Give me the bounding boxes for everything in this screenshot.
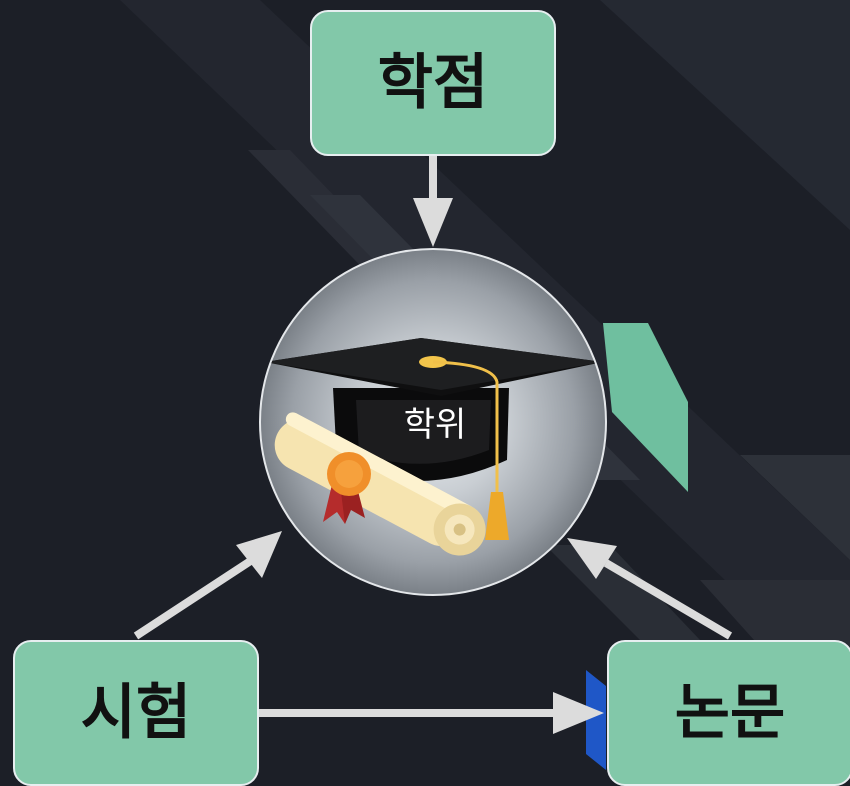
arrow-exam-to-degree-line: [133, 556, 255, 640]
bg-stripe: [600, 0, 850, 230]
arrowhead-thesis-to-degree: [567, 538, 617, 579]
accent-green-stripe: [603, 323, 688, 492]
node-thesis-label: 논문: [674, 678, 786, 748]
arrowhead-credits-to-degree: [413, 198, 453, 247]
tassel-cord: [432, 360, 499, 494]
node-credits-label: 학점: [377, 48, 489, 118]
tassel-end: [485, 492, 509, 540]
diploma-scroll: [274, 412, 486, 556]
arrowhead-exam-to-degree: [236, 531, 282, 578]
arrow-thesis-to-degree-line: [603, 559, 733, 640]
graduation-cap-diploma-icon: [265, 338, 603, 556]
node-degree: 학위: [259, 248, 607, 596]
node-credits: 학점: [310, 10, 556, 156]
bg-stripe: [545, 545, 700, 640]
accent-blue-stripe: [586, 670, 606, 770]
bg-stripe: [740, 455, 850, 560]
node-degree-label: 학위: [403, 405, 467, 445]
node-exam: 시험: [13, 640, 259, 786]
node-exam-label: 시험: [80, 678, 192, 748]
arrowhead-exam-to-thesis: [553, 692, 604, 734]
node-thesis: 논문: [607, 640, 850, 786]
